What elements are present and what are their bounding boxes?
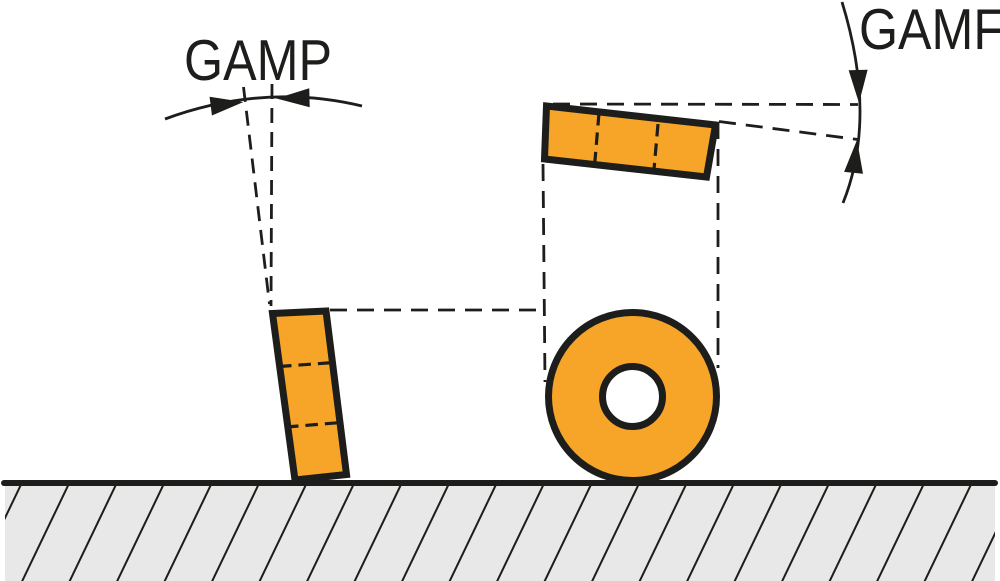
gamp-label: GAMP	[184, 29, 332, 93]
gamf-edge-extension-line	[718, 120, 859, 141]
gamf-reference-line-horizontal	[552, 102, 859, 106]
insert-plate-top-body	[540, 102, 720, 181]
gamp-reference-line-vertical	[269, 83, 274, 307]
insert-plate-left-segment-lines	[278, 360, 342, 429]
round-insert	[545, 309, 720, 484]
construction-line-vertical-left	[541, 163, 547, 383]
insert-plate-left	[268, 307, 351, 484]
gamp-arrowhead-left	[209, 96, 244, 116]
ground	[1, 480, 998, 581]
gamp-arrowhead-right	[276, 88, 310, 108]
gamf-arrowhead-top	[848, 69, 868, 103]
gamf-arrowhead-bottom	[844, 140, 863, 174]
gamp-edge-extension-line	[242, 86, 271, 305]
ground-fill	[5, 486, 995, 581]
round-insert-hole	[599, 363, 666, 430]
ground-hatch-lines	[5, 486, 995, 581]
insert-plate-top	[540, 102, 720, 181]
insert-plate-left-body	[268, 307, 351, 484]
insert-plate-top-segment-lines	[592, 112, 660, 170]
gamf-dimension-arc	[840, 1, 862, 204]
gamf-angle-annotation: GAMF	[552, 0, 1000, 204]
gamp-angle-annotation: GAMP	[164, 29, 363, 307]
gamf-label: GAMF	[859, 0, 1000, 62]
construction-lines	[330, 122, 720, 383]
gamp-dimension-arc	[164, 95, 363, 121]
